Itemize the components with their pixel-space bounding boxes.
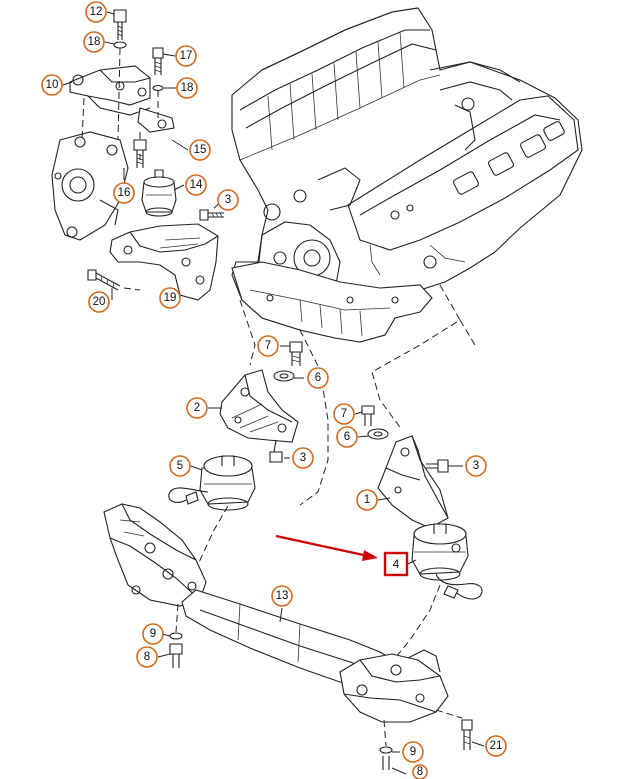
left-mount-assembly <box>168 299 329 511</box>
svg-text:3: 3 <box>473 460 479 472</box>
callout-7: 7 <box>333 403 355 425</box>
callout-17: 17 <box>175 45 197 67</box>
svg-text:5: 5 <box>177 460 183 472</box>
right-mount-assembly <box>361 284 483 600</box>
callout-14: 14 <box>185 174 207 196</box>
svg-text:4: 4 <box>393 557 400 571</box>
subframe-crossmember <box>103 503 473 770</box>
callout-6: 6 <box>307 367 329 389</box>
callout-9: 9 <box>142 623 164 645</box>
callout-2: 2 <box>186 397 208 419</box>
callout-18: 18 <box>83 31 105 53</box>
upper-bracket-assembly <box>51 9 224 301</box>
callout-8: 8 <box>136 646 158 668</box>
svg-text:3: 3 <box>225 194 231 206</box>
svg-text:9: 9 <box>410 746 416 758</box>
svg-text:6: 6 <box>344 431 350 443</box>
svg-text:8: 8 <box>417 766 423 778</box>
callout-3: 3 <box>217 189 239 211</box>
callout-7: 7 <box>257 335 279 357</box>
svg-text:14: 14 <box>190 179 203 191</box>
callout-15: 15 <box>189 139 211 161</box>
svg-text:13: 13 <box>276 590 289 602</box>
callout-20: 20 <box>88 291 110 313</box>
svg-text:7: 7 <box>265 340 271 352</box>
svg-text:3: 3 <box>300 452 306 464</box>
svg-text:1: 1 <box>364 494 370 506</box>
svg-text:15: 15 <box>194 144 207 156</box>
callout-12: 12 <box>85 1 107 23</box>
callout-6: 6 <box>336 426 358 448</box>
svg-text:17: 17 <box>180 50 193 62</box>
engine-block <box>231 7 583 343</box>
callout-8: 8 <box>412 764 428 779</box>
svg-text:16: 16 <box>118 187 131 199</box>
callout-19: 19 <box>159 287 181 309</box>
callout-9: 9 <box>402 741 424 763</box>
callout-16: 16 <box>113 182 135 204</box>
highlight-arrow <box>275 534 378 561</box>
callout-5: 5 <box>169 455 191 477</box>
svg-text:2: 2 <box>194 402 200 414</box>
highlighted-callout-4: 4 <box>383 551 409 577</box>
callout-3: 3 <box>292 447 314 469</box>
svg-text:18: 18 <box>181 82 194 94</box>
callout-3: 3 <box>465 455 487 477</box>
callout-18: 18 <box>176 77 198 99</box>
svg-text:20: 20 <box>93 296 106 308</box>
callout-21: 21 <box>485 735 507 757</box>
svg-text:10: 10 <box>46 79 59 91</box>
svg-text:7: 7 <box>341 408 347 420</box>
callout-1: 1 <box>356 489 378 511</box>
svg-text:6: 6 <box>315 372 321 384</box>
callout-13: 13 <box>271 585 293 607</box>
svg-text:9: 9 <box>150 628 156 640</box>
callout-10: 10 <box>41 74 63 96</box>
svg-text:8: 8 <box>144 651 150 663</box>
svg-text:21: 21 <box>490 740 503 752</box>
svg-text:19: 19 <box>164 292 177 304</box>
svg-text:18: 18 <box>88 36 101 48</box>
svg-text:12: 12 <box>90 6 103 18</box>
